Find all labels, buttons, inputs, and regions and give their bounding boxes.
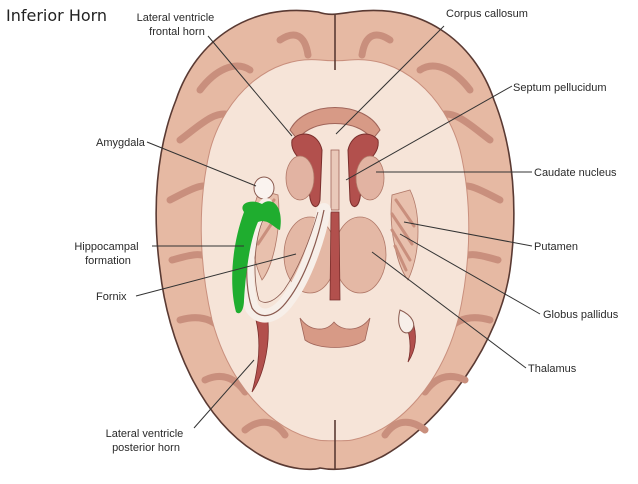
splenium-region	[299, 317, 371, 348]
label-corpus-callosum: Corpus callosum	[446, 8, 528, 20]
caudate-nucleus-right	[355, 155, 385, 201]
label-hippocampal-formation: Hippocampal formation	[74, 241, 141, 267]
inferior-horn-highlight	[232, 201, 281, 314]
slide-title: Inferior Horn	[6, 6, 107, 25]
fornix-right-tail	[398, 309, 415, 334]
amygdala	[253, 176, 275, 200]
label-putamen: Putamen	[534, 241, 578, 253]
label-septum-pellucidum: Septum pellucidum	[513, 82, 607, 94]
leader-lines	[135, 25, 541, 429]
caudate-nucleus-left	[285, 155, 315, 201]
posterior-horn-left	[251, 319, 269, 393]
label-lateral-ventricle-frontal-horn: Lateral ventricle frontal horn	[137, 12, 218, 38]
label-thalamus: Thalamus	[528, 363, 577, 375]
thalamus-right	[333, 216, 387, 294]
label-amygdala: Amygdala	[96, 137, 146, 149]
fornix-inner	[254, 211, 319, 303]
third-ventricle	[329, 211, 341, 301]
label-caudate-nucleus: Caudate nucleus	[534, 167, 617, 179]
septum-pellucidum	[330, 149, 340, 211]
corpus-callosum	[289, 107, 381, 141]
label-lateral-ventricle-posterior-horn: Lateral ventricle posterior horn	[106, 428, 187, 454]
label-fornix: Fornix	[96, 291, 127, 303]
label-globus-pallidus: Globus pallidus	[543, 309, 619, 321]
